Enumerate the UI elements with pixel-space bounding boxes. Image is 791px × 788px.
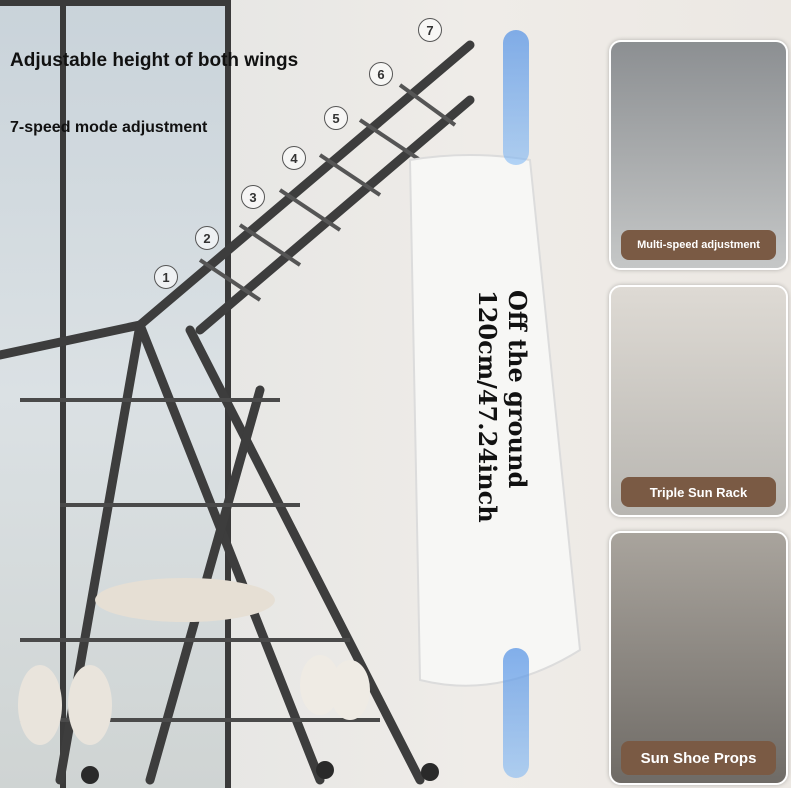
window-frame: [60, 0, 66, 788]
feature-panel-multispeed: Multi-speed adjustment: [609, 40, 788, 270]
background-window: [0, 0, 230, 788]
down-arrow-indicator: [503, 648, 529, 778]
speed-level-4: 4: [282, 146, 306, 170]
speed-level-6: 6: [369, 62, 393, 86]
subline: 7-speed mode adjustment: [10, 119, 208, 136]
up-arrow-indicator: [503, 30, 529, 165]
feature-panel-shoe-props: Sun Shoe Props: [609, 531, 788, 785]
panel-caption: Sun Shoe Props: [621, 741, 776, 775]
headline: Adjustable height of both wings: [10, 50, 299, 71]
window-frame: [0, 0, 230, 6]
speed-level-5: 5: [324, 106, 348, 130]
feature-panel-triple-rack: Triple Sun Rack: [609, 285, 788, 517]
panel-caption: Triple Sun Rack: [621, 477, 776, 507]
speed-level-1: 1: [154, 265, 178, 289]
speed-level-7: 7: [418, 18, 442, 42]
speed-level-2: 2: [195, 226, 219, 250]
window-frame: [225, 0, 231, 788]
speed-level-3: 3: [241, 185, 265, 209]
panel-caption: Multi-speed adjustment: [621, 230, 776, 260]
height-label: Off the ground 120cm/47.24inch: [473, 290, 532, 523]
